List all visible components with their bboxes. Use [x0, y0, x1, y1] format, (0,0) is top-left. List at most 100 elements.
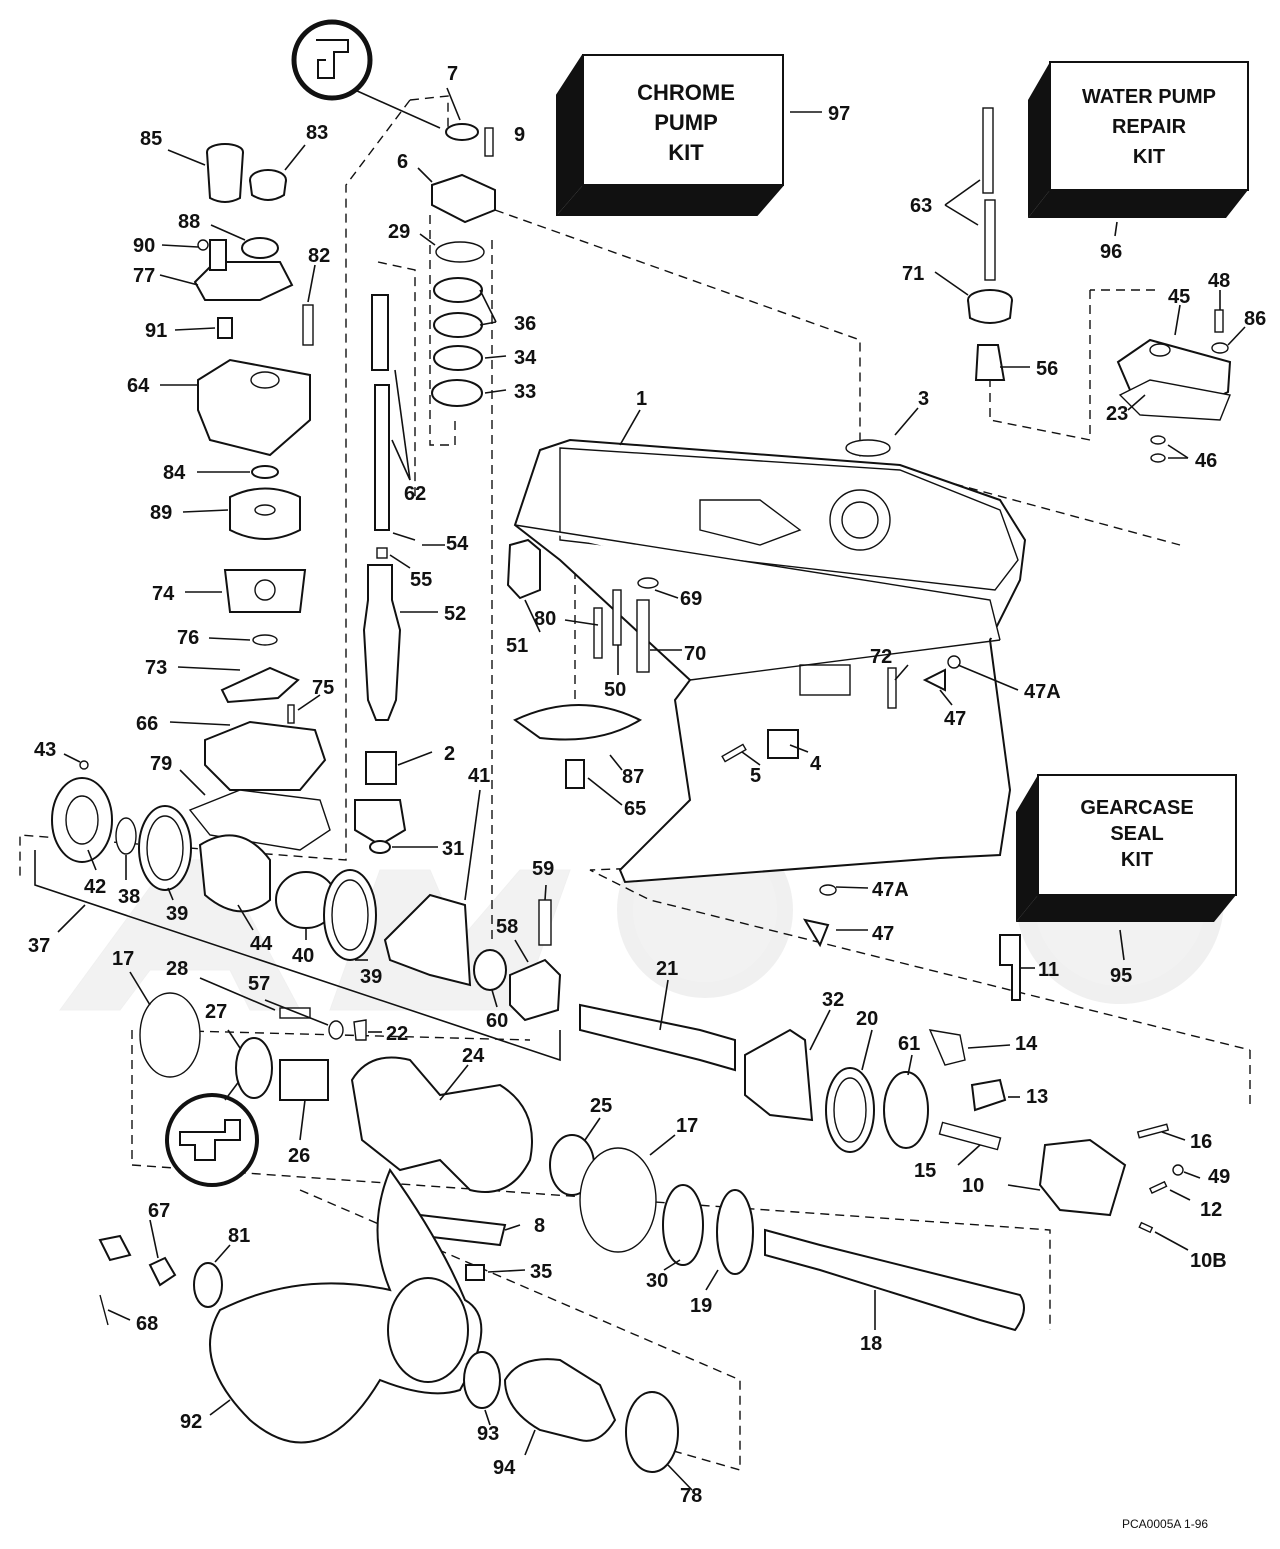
callout-28: 28 — [166, 958, 188, 980]
gearcase-seal-kit-box: GEARCASE SEAL KIT 95 — [1016, 774, 1237, 987]
callout-44: 44 — [250, 933, 273, 955]
callout-21: 21 — [656, 958, 678, 980]
callout-38: 38 — [118, 886, 140, 908]
gearcase-housing — [513, 438, 1027, 884]
callout-88: 88 — [178, 211, 200, 233]
chrome-pump-kit-box: CHROME PUMP KIT 97 — [556, 54, 850, 216]
callout-57: 57 — [248, 973, 270, 995]
callout-90: 90 — [133, 235, 155, 257]
callout-37: 37 — [28, 935, 50, 957]
callout-58: 58 — [496, 916, 518, 938]
callout-47A-lower: 47A — [872, 879, 909, 901]
callout-95: 95 — [1110, 965, 1132, 987]
callout-9: 9 — [514, 124, 525, 146]
callout-11: 11 — [1038, 959, 1059, 981]
callout-65: 65 — [624, 798, 646, 820]
callout-4: 4 — [810, 753, 822, 775]
water-pump-repair-kit-box: WATER PUMP REPAIR KIT 96 — [1028, 61, 1249, 263]
callout-7: 7 — [447, 63, 458, 85]
gear-train-parts — [51, 777, 1184, 1234]
callout-75: 75 — [312, 677, 334, 699]
callout-93: 93 — [477, 1423, 499, 1445]
leader-lines — [57, 87, 1246, 1491]
callout-47-upper: 47 — [944, 708, 966, 730]
callout-50: 50 — [604, 679, 626, 701]
callout-85: 85 — [140, 128, 162, 150]
chrome-pump-kit-line1: CHROME — [637, 80, 735, 105]
callout-73: 73 — [145, 657, 167, 679]
callout-43: 43 — [34, 739, 56, 761]
callout-30: 30 — [646, 1270, 668, 1292]
callout-51: 51 — [506, 635, 528, 657]
chrome-pump-kit-line3: KIT — [668, 140, 704, 165]
callout-76: 76 — [177, 627, 199, 649]
callout-69: 69 — [680, 588, 702, 610]
callout-46: 46 — [1195, 450, 1217, 472]
callout-70: 70 — [684, 643, 706, 665]
callout-92: 92 — [180, 1411, 202, 1433]
callout-68: 68 — [136, 1313, 158, 1335]
callout-86: 86 — [1244, 308, 1266, 330]
water-pump-kit-line3: KIT — [1133, 146, 1165, 168]
callout-61: 61 — [898, 1033, 920, 1055]
callout-81: 81 — [228, 1225, 250, 1247]
gearcase-kit-line2: SEAL — [1110, 823, 1163, 845]
callout-40: 40 — [292, 945, 314, 967]
water-pump-kit-line1: WATER PUMP — [1082, 86, 1216, 108]
gearcase-kit-line3: KIT — [1121, 849, 1153, 871]
callout-42: 42 — [84, 876, 106, 898]
callout-10B: 10B — [1190, 1250, 1227, 1272]
callout-89: 89 — [150, 502, 172, 524]
water-pump-kit-line2: REPAIR — [1112, 116, 1187, 138]
callout-64: 64 — [127, 375, 150, 397]
callout-31: 31 — [442, 838, 464, 860]
callout-66: 66 — [136, 713, 158, 735]
callout-2: 2 — [444, 743, 455, 765]
bearing-housing-and-prop — [98, 992, 1025, 1473]
callout-16: 16 — [1190, 1131, 1212, 1153]
callout-3: 3 — [918, 388, 929, 410]
callout-39-right: 39 — [360, 966, 382, 988]
shift-rod-and-cover — [845, 107, 1232, 463]
callout-27: 27 — [205, 1001, 227, 1023]
callout-83: 83 — [306, 122, 328, 144]
callout-47A-upper: 47A — [1024, 681, 1061, 703]
callout-52: 52 — [444, 603, 466, 625]
diagram-code-footer: PCA0005A 1-96 — [1122, 1517, 1208, 1531]
callout-62: 62 — [404, 483, 426, 505]
callout-78: 78 — [680, 1485, 702, 1507]
callout-48: 48 — [1208, 270, 1230, 292]
sealant-symbol-top — [291, 19, 441, 129]
callout-56: 56 — [1036, 358, 1058, 380]
callout-17-oring: 17 — [112, 948, 134, 970]
callout-84: 84 — [163, 462, 186, 484]
callout-80: 80 — [534, 608, 556, 630]
callout-26: 26 — [288, 1145, 310, 1167]
callout-34: 34 — [514, 347, 537, 369]
drive-shaft-parts — [354, 123, 496, 854]
callout-79: 79 — [150, 753, 172, 775]
callout-72: 72 — [870, 646, 892, 668]
callout-12: 12 — [1200, 1199, 1222, 1221]
callout-29: 29 — [388, 221, 410, 243]
callout-71: 71 — [902, 263, 924, 285]
callout-33: 33 — [514, 381, 536, 403]
callout-15: 15 — [914, 1160, 936, 1182]
callout-82: 82 — [308, 245, 330, 267]
callout-59: 59 — [532, 858, 554, 880]
callout-94: 94 — [493, 1457, 516, 1479]
callout-19: 19 — [690, 1295, 712, 1317]
callout-18: 18 — [860, 1333, 882, 1355]
callout-91: 91 — [145, 320, 167, 342]
callout-14: 14 — [1015, 1033, 1038, 1055]
callout-24: 24 — [462, 1045, 485, 1067]
housing-hardware — [506, 538, 1021, 1001]
water-pump-parts — [79, 143, 331, 851]
callout-96: 96 — [1100, 241, 1122, 263]
callout-25: 25 — [590, 1095, 612, 1117]
callout-47-lower: 47 — [872, 923, 894, 945]
callout-74: 74 — [152, 583, 175, 605]
callout-32: 32 — [822, 989, 844, 1011]
callout-35: 35 — [530, 1261, 552, 1283]
